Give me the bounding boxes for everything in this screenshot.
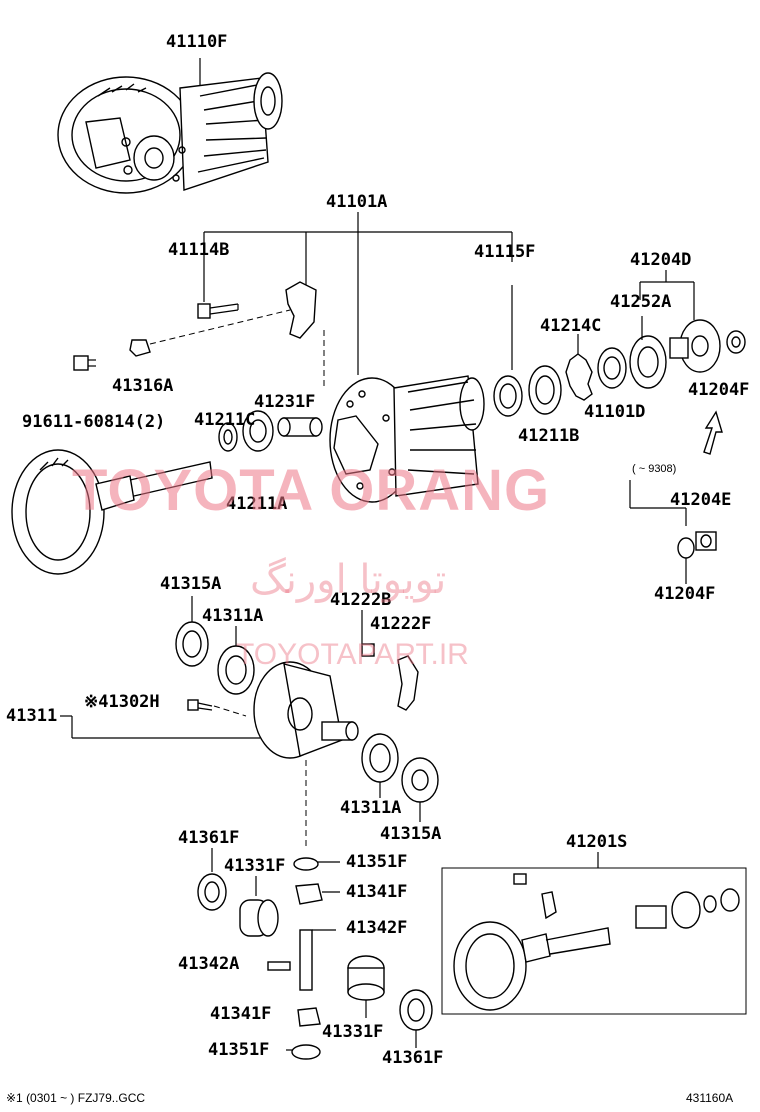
label-41302H: ※41302H (84, 692, 160, 712)
label-41201S: 41201S (566, 832, 628, 852)
label-41211B: 41211B (518, 426, 580, 446)
bearing-41211B-drawing (528, 365, 562, 415)
label-41222F: 41222F (370, 614, 432, 634)
footnote: ※1 (0301 ~ ) FZJ79..GCC (6, 1091, 146, 1105)
label-41231F: 41231F (254, 392, 316, 412)
label-41341F-top: 41341F (346, 882, 408, 902)
label-41204F-top: 41204F (688, 380, 750, 400)
label-carrier-assy: 41110F (166, 32, 228, 52)
label-41311: 41311 (6, 706, 58, 726)
lock-plate-41316A-drawing (129, 339, 151, 357)
label-41214C: 41214C (540, 316, 602, 336)
carrier-assembly-drawing (57, 58, 283, 194)
pinion-41341F-top-drawing (295, 883, 340, 905)
label-41315A-top: 41315A (160, 574, 222, 594)
differential-case-41311-drawing (60, 661, 359, 759)
label-41331F-bottom: 41331F (322, 1022, 384, 1042)
label-41342F: 41342F (346, 918, 408, 938)
bearing-41315A-top-drawing (175, 596, 209, 667)
bolt-91611-drawing (73, 355, 96, 371)
arrow-up-icon (703, 410, 723, 455)
case-leader-lines (203, 212, 513, 375)
label-case-sub-assy: 41101A (326, 192, 388, 212)
bearing-41315A-bottom-drawing (401, 757, 439, 822)
label-41315A-bottom: 41315A (380, 824, 442, 844)
flange-41204D-drawing (639, 270, 721, 373)
label-41211A: 41211A (226, 494, 288, 514)
lock-plate-drawing (285, 281, 317, 339)
label-41115F: 41115F (474, 242, 536, 262)
label-91611: 91611-60814(2) (22, 412, 166, 432)
bearing-41252A-drawing (629, 335, 667, 389)
figure-number: 431160A (686, 1091, 734, 1105)
ring-gear-drive-pinion-drawing (11, 449, 213, 575)
pin-41342A-drawing (267, 961, 291, 971)
bolt-41222B-drawing (361, 610, 375, 657)
date-range-note: ( ~ 9308) (632, 463, 677, 475)
label-41222B: 41222B (330, 590, 392, 610)
label-41341F-bottom: 41341F (210, 1004, 272, 1024)
label-41342A: 41342A (178, 954, 240, 974)
side-gear-41331F-top-drawing (239, 876, 279, 937)
label-41204E: 41204E (670, 490, 732, 510)
label-41252A: 41252A (610, 292, 672, 312)
label-41204D: 41204D (630, 250, 692, 270)
washer-41351F-bottom-drawing (286, 1044, 321, 1060)
pinion-41341F-bottom-drawing (297, 1007, 321, 1027)
label-41311A-bottom: 41311A (340, 798, 402, 818)
label-41331F-top: 41331F (224, 856, 286, 876)
nut-41204F-drawing (726, 330, 746, 354)
bolt-41114B-drawing (197, 303, 239, 319)
washer-41361F-bottom-drawing (399, 989, 433, 1048)
bearing-41211A-drawing (242, 410, 274, 452)
label-41316A: 41316A (112, 376, 174, 396)
label-41351F-top: 41351F (346, 852, 408, 872)
nut-41204E-drawing (629, 480, 717, 584)
race-41311A-bottom-drawing (361, 733, 399, 798)
race-41311A-top-drawing (217, 626, 255, 695)
label-41204F-bottom: 41204F (654, 584, 716, 604)
bearing-41101D-drawing (597, 347, 627, 389)
oil-seal-41115F-drawing (493, 375, 523, 417)
label-41351F-bottom: 41351F (208, 1040, 270, 1060)
kit-41201S-drawing (441, 852, 747, 1015)
spacer-41231F-drawing (277, 417, 323, 437)
bearing-41211C-drawing (218, 422, 238, 452)
label-41361F-top: 41361F (178, 828, 240, 848)
side-gear-41331F-bottom-drawing (347, 955, 385, 1018)
washer-41351F-top-drawing (293, 857, 340, 871)
lock-nut-41214C-drawing (565, 353, 593, 401)
label-41114B: 41114B (168, 240, 230, 260)
label-41361F-bottom: 41361F (382, 1048, 444, 1068)
differential-case-drawing (329, 375, 485, 503)
label-41211C: 41211C (194, 410, 256, 430)
label-41101D: 41101D (584, 402, 646, 422)
shaft-41342F-drawing (299, 929, 336, 991)
lock-41222F-drawing (397, 655, 419, 711)
washer-41361F-top-drawing (197, 848, 227, 911)
label-41311A-top: 41311A (202, 606, 264, 626)
